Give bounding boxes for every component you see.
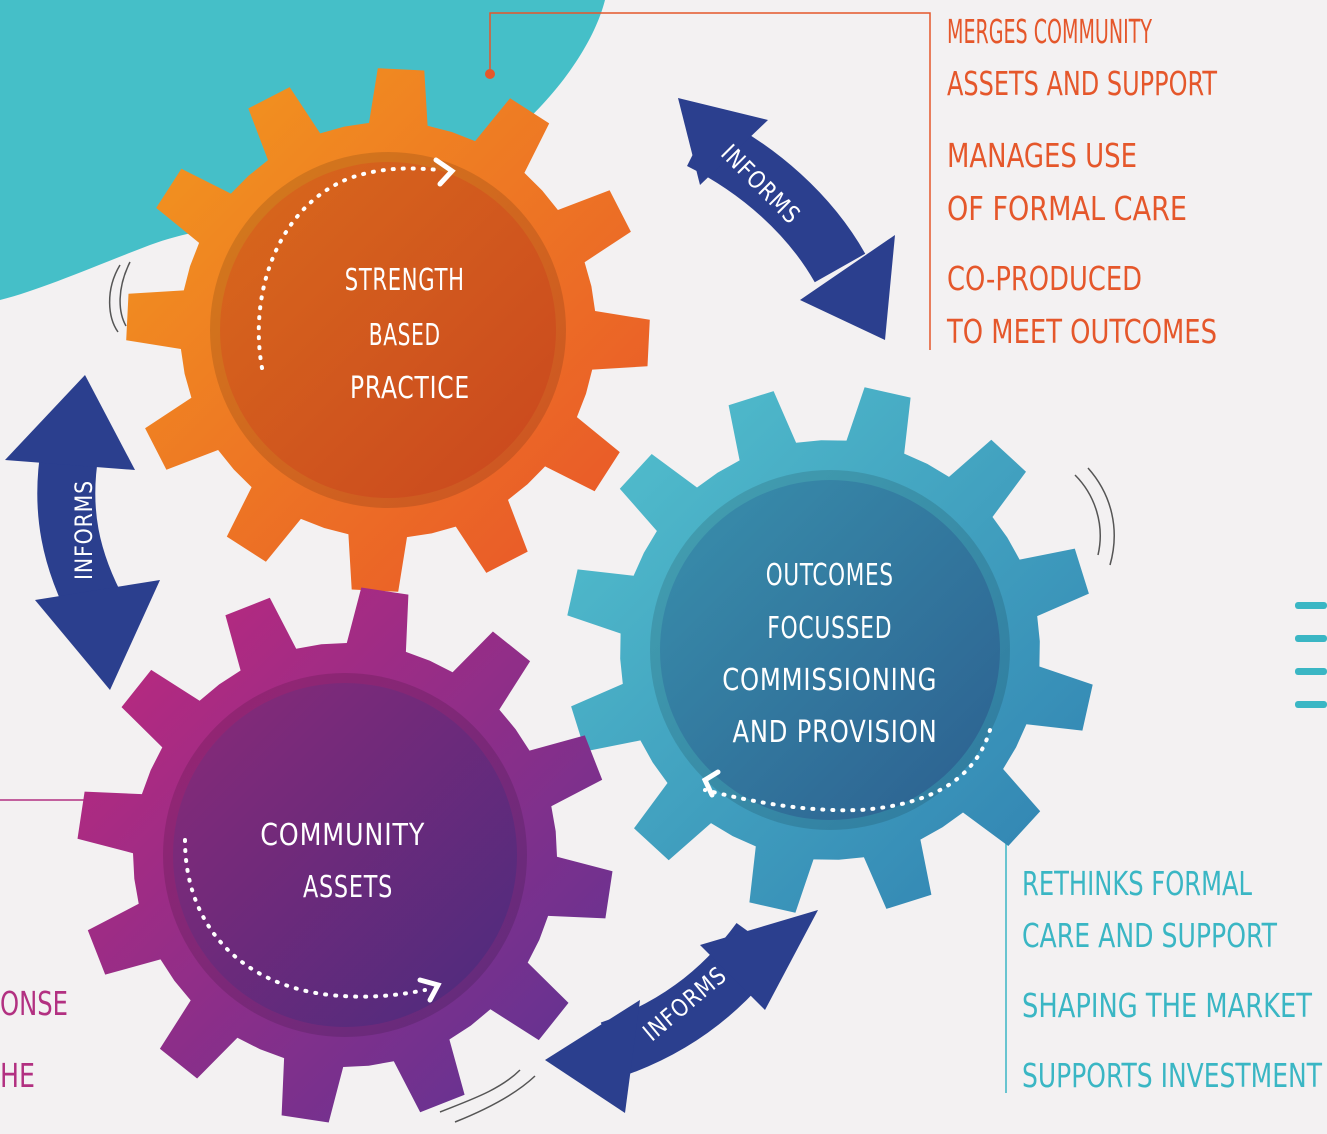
benefit-text: MANAGES USE (947, 136, 1137, 175)
outcomes-gear-label: OUTCOMES FOCUSSED COMMISSIONING AND PROV… (722, 558, 948, 750)
informs-label: INFORMS (70, 480, 98, 580)
community-gear-label: COMMUNITY ASSETS (260, 818, 436, 905)
community-gear (77, 587, 613, 1123)
chevron-right-icon (417, 977, 442, 1003)
strength-gear-label: STRENGTH BASED PRACTICE (345, 263, 476, 406)
benefit-text: CO-PRODUCED (947, 259, 1142, 298)
chevron-left-icon (701, 769, 721, 798)
benefit-text: RETHINKS FORMAL (1022, 864, 1252, 903)
benefit-text: CARE AND SUPPORT (1022, 916, 1278, 955)
benefit-text: ASSETS AND SUPPORT (947, 64, 1218, 103)
community-gear-hub (173, 683, 517, 1027)
informs-arrow-bottom: INFORMS (545, 910, 818, 1113)
strength-gear-hub (220, 162, 556, 498)
benefit-text: MERGES COMMUNITY (947, 12, 1152, 51)
rotation-indicator-outcomes (701, 728, 992, 813)
rotation-indicator-community (183, 838, 442, 1003)
magenta-text-fragments: ONSE HE (0, 984, 68, 1095)
teal-benefits-list: RETHINKS FORMAL CARE AND SUPPORT SHAPING… (1022, 864, 1323, 1095)
chevron-right-icon (433, 157, 456, 187)
menu-lines-icon (1295, 602, 1327, 708)
informs-arrow-left: INFORMS (5, 375, 160, 690)
strength-gear (126, 68, 650, 592)
benefit-text: SHAPING THE MARKET (1022, 986, 1313, 1025)
benefit-text: TO MEET OUTCOMES (946, 312, 1217, 351)
orange-benefits-list: MERGES COMMUNITY ASSETS AND SUPPORT MANA… (946, 12, 1217, 351)
informs-arrow-top-right: INFORMS (678, 98, 895, 340)
motion-marks (108, 261, 1115, 1123)
fragment-text: HE (0, 1056, 35, 1095)
orange-callout-dot (485, 69, 495, 79)
outcomes-gear (567, 387, 1093, 913)
fragment-text: ONSE (0, 984, 68, 1023)
benefit-text: OF FORMAL CARE (947, 189, 1187, 228)
benefit-text: SUPPORTS INVESTMENT (1022, 1056, 1323, 1095)
outcomes-gear-hub (660, 480, 1000, 820)
orange-callout-connector (489, 12, 931, 350)
rotation-indicator-strength (256, 157, 456, 370)
